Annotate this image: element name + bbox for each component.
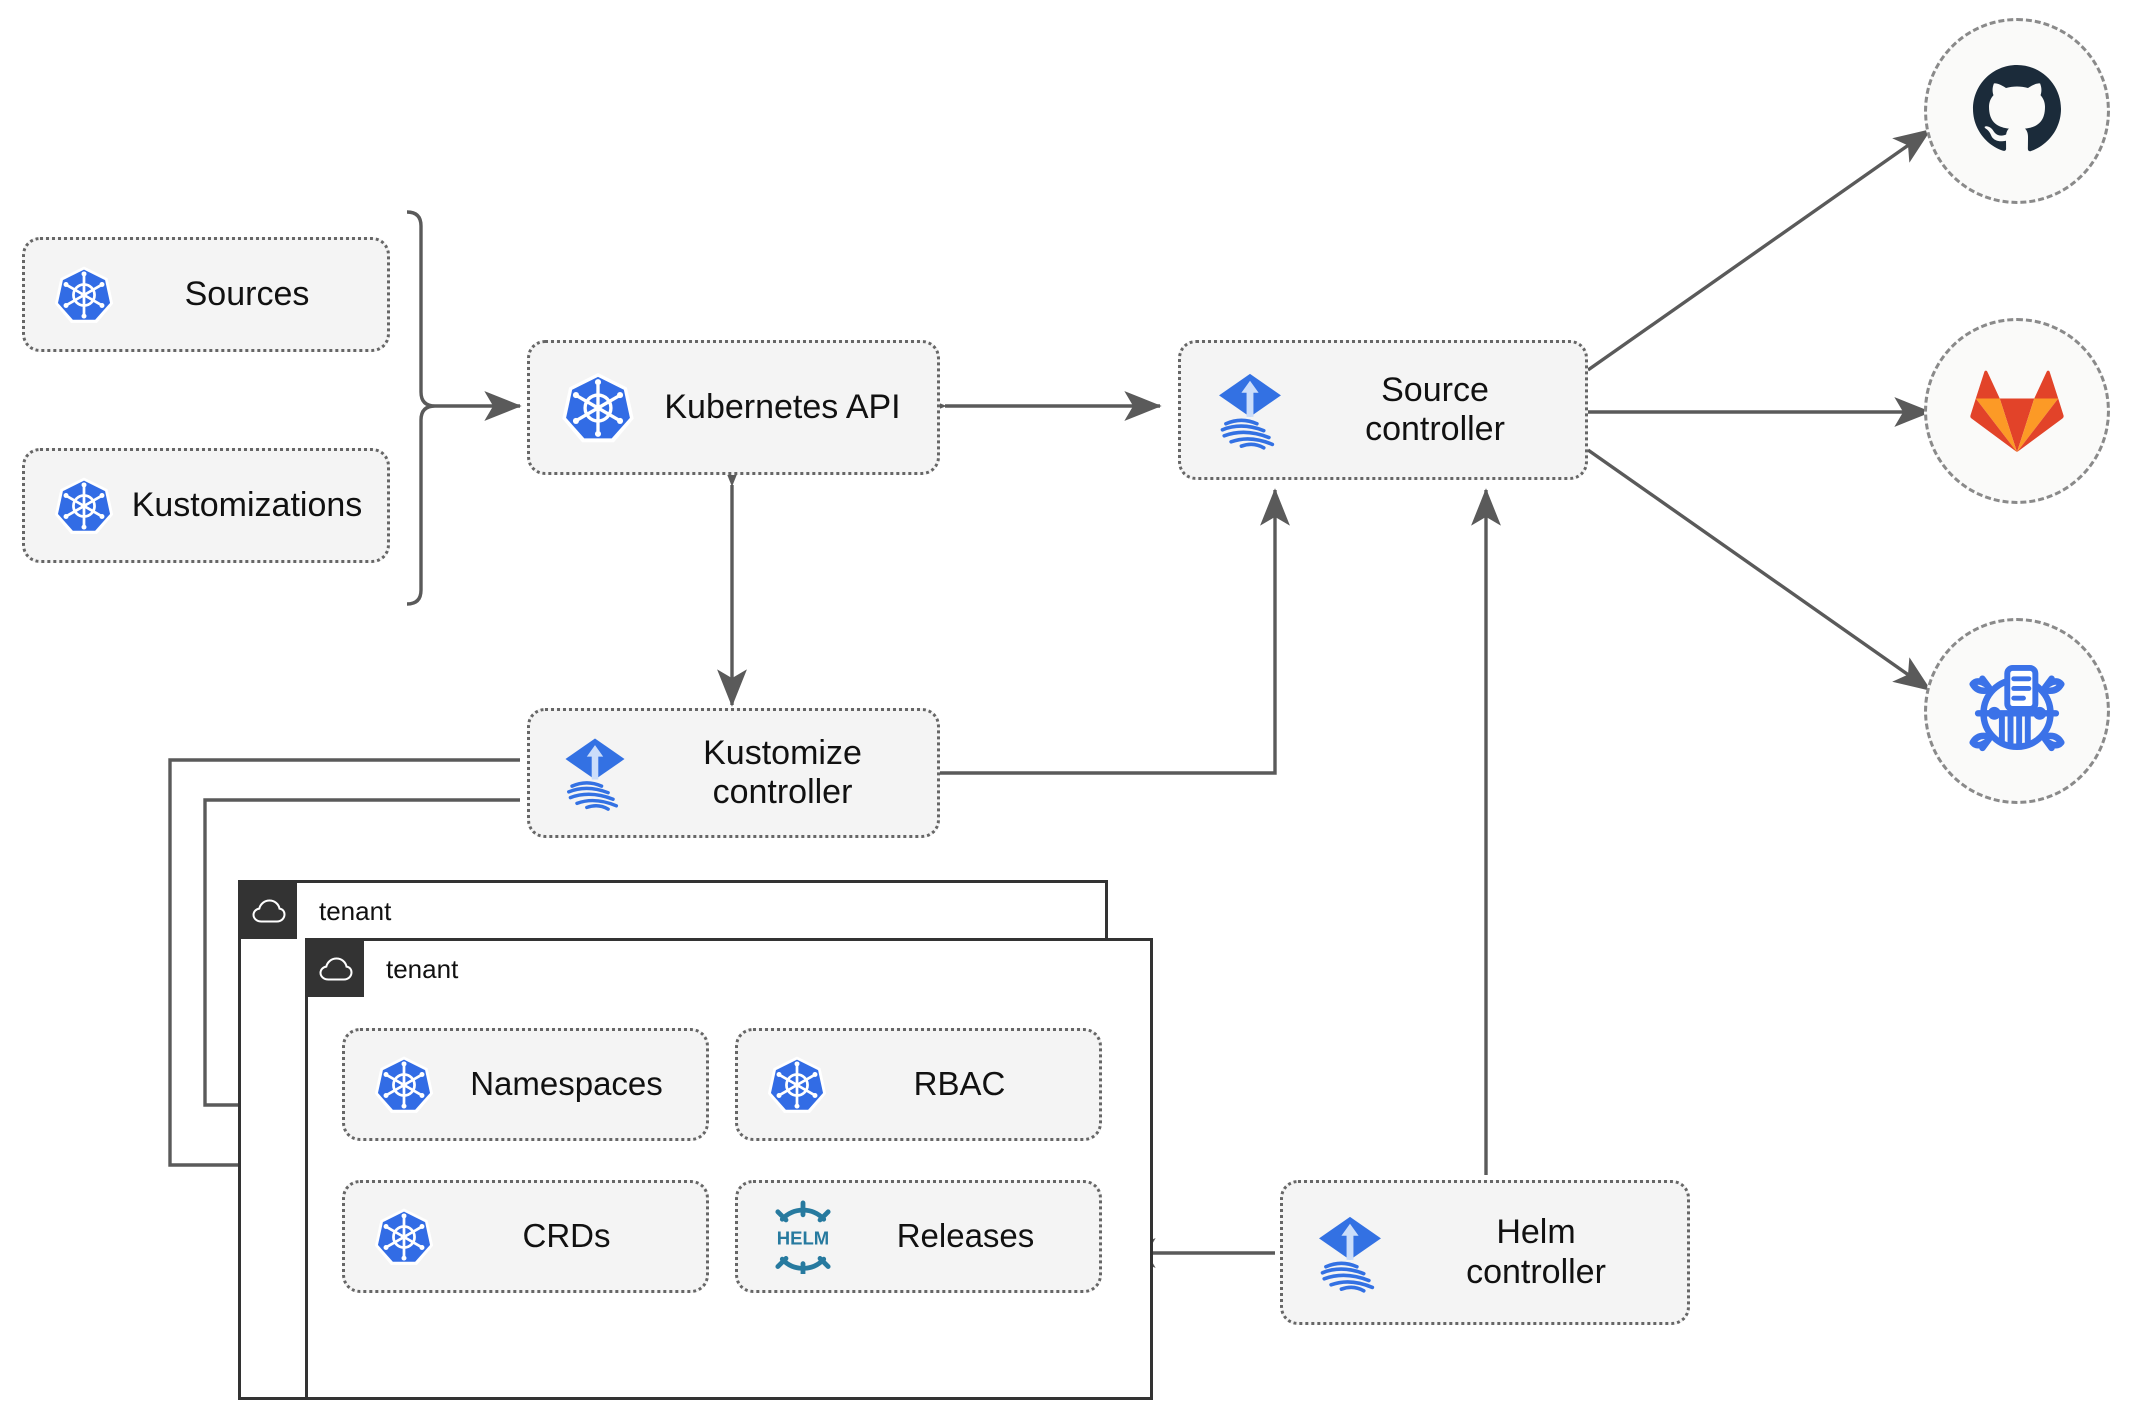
node-source-controller-label: Source controller [1365, 370, 1505, 448]
tenant-panel-front: tenant [305, 938, 1153, 1400]
node-source-controller[interactable]: Source controller [1178, 340, 1588, 480]
flux-icon [554, 732, 636, 814]
external-github[interactable] [1924, 18, 2110, 204]
node-kubernetes-api[interactable]: Kubernetes API [527, 340, 940, 475]
helm-repository-icon [1963, 655, 2071, 768]
wire-source-to-github [1587, 128, 1932, 372]
kubernetes-icon [560, 370, 636, 446]
kubernetes-icon [373, 1054, 435, 1116]
tenant-front-header: tenant [308, 941, 458, 997]
node-sources[interactable]: Sources [22, 237, 390, 352]
node-crds-label: CRDs [522, 1217, 611, 1255]
wire-source-to-helmrepo [1587, 448, 1932, 692]
node-sources-label: Sources [184, 274, 310, 313]
cloud-icon [241, 883, 297, 939]
node-rbac-label: RBAC [913, 1065, 1006, 1103]
tenant-back-label: tenant [319, 895, 392, 926]
node-releases[interactable]: HELM Releases [735, 1180, 1102, 1293]
node-namespaces-label: Namespaces [470, 1065, 663, 1103]
node-releases-label: Releases [896, 1217, 1035, 1255]
node-rbac[interactable]: RBAC [735, 1028, 1102, 1141]
flux-icon [1207, 367, 1293, 453]
tenant-back-header: tenant [241, 883, 391, 939]
external-helm-repository[interactable] [1924, 618, 2110, 804]
node-helm-controller[interactable]: Helm controller [1280, 1180, 1690, 1325]
tenant-front-label: tenant [386, 953, 459, 984]
node-kustomizations[interactable]: Kustomizations [22, 448, 390, 563]
svg-text:HELM: HELM [777, 1227, 829, 1248]
cloud-icon [308, 941, 364, 997]
wire-kustomize-to-source [940, 488, 1290, 775]
helm-icon: HELM [766, 1200, 840, 1274]
node-namespaces[interactable]: Namespaces [342, 1028, 709, 1141]
gitlab-icon [1969, 363, 2065, 460]
node-kustomize-controller[interactable]: Kustomize controller [527, 708, 940, 838]
kubernetes-icon [766, 1054, 828, 1116]
node-helm-controller-label: Helm controller [1466, 1213, 1606, 1291]
node-kustomize-controller-label: Kustomize controller [703, 733, 862, 811]
node-kubernetes-api-label: Kubernetes API [664, 387, 901, 426]
kubernetes-icon [373, 1206, 435, 1268]
kubernetes-icon [53, 475, 115, 537]
kubernetes-icon [53, 264, 115, 326]
external-gitlab[interactable] [1924, 318, 2110, 504]
input-group-bracket [406, 210, 436, 606]
github-icon [1967, 59, 2067, 164]
flux-icon [1307, 1210, 1393, 1296]
node-kustomizations-label: Kustomizations [131, 485, 363, 524]
node-crds[interactable]: CRDs [342, 1180, 709, 1293]
